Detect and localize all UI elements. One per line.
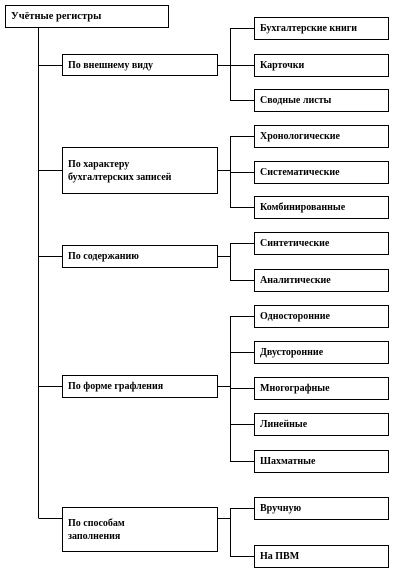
leaf-box-analytical: Аналитические <box>254 269 389 292</box>
leaf-box-systematic: Систематические <box>254 161 389 184</box>
leaf-box-two-sided: Двусторонние <box>254 341 389 364</box>
leaf-box-one-sided: Односторонние <box>254 305 389 328</box>
leaf-box-summary-sheets: Сводные листы <box>254 89 389 112</box>
leaf-box-ledgers: Бухгалтерские книги <box>254 17 389 40</box>
leaf-box-manual: Вручную <box>254 497 389 520</box>
leaf-box-linear: Линейные <box>254 413 389 436</box>
group-box-entry-nature: По характеру бухгалтерских записей <box>62 147 218 194</box>
leaf-box-cards: Карточки <box>254 54 389 77</box>
leaf-box-chess: Шахматные <box>254 450 389 473</box>
leaf-box-multicolumn: Многографные <box>254 377 389 400</box>
group-box-external-form: По внешнему виду <box>62 54 218 76</box>
leaf-box-synthetic: Синтетические <box>254 232 389 255</box>
group-box-content: По содержанию <box>62 245 218 268</box>
group-box-ruling-form: По форме графления <box>62 375 218 398</box>
root-box: Учётные регистры <box>5 5 169 28</box>
group-box-fill-method: По способам заполнения <box>62 507 218 552</box>
leaf-box-chronological: Хронологические <box>254 125 389 148</box>
leaf-box-combined: Комбинированные <box>254 196 389 219</box>
leaf-box-pc: На ПВМ <box>254 545 389 568</box>
